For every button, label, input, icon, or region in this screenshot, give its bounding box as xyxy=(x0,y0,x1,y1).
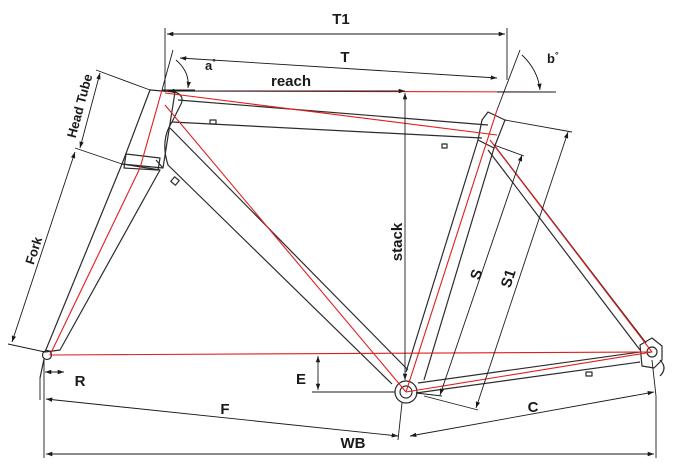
s-ext-bottom xyxy=(415,392,443,397)
label-head-tube: Head Tube xyxy=(64,72,95,139)
label-s: S xyxy=(467,267,486,282)
head-tube-dimension-line xyxy=(79,72,101,149)
c-ext-right xyxy=(651,359,657,397)
s1-dimension-line xyxy=(475,131,569,409)
centerline-top-tube xyxy=(164,92,498,136)
fork-crown xyxy=(123,153,161,171)
dimension-lines xyxy=(7,28,657,458)
label-stack: stack xyxy=(389,222,406,261)
derailleur-hanger xyxy=(659,359,665,377)
label-wb: WB xyxy=(341,435,366,452)
s1-ext-bottom xyxy=(423,395,479,411)
down-tube-outline xyxy=(155,121,393,385)
cable-guide-4 xyxy=(585,371,593,377)
label-angle-b: b° xyxy=(547,50,559,66)
head-tube-ext-bottom xyxy=(74,147,123,165)
cable-guide-1 xyxy=(209,119,217,125)
f-dimension-line xyxy=(45,397,399,438)
label-angle-a-letter: a xyxy=(205,58,213,73)
centerline-seat-stay xyxy=(489,139,653,353)
centerline-seat-tube xyxy=(405,109,498,393)
label-t: T xyxy=(340,49,349,66)
angle-a-arc xyxy=(175,59,191,89)
frame-centerlines xyxy=(49,89,653,393)
bike-frame xyxy=(39,89,665,404)
rear-dropout xyxy=(639,337,663,369)
head-tube-ext-top xyxy=(95,69,151,91)
seat-stay-outline xyxy=(487,144,647,351)
label-t1: T1 xyxy=(332,11,350,28)
fork-dimension-line xyxy=(11,151,76,343)
label-angle-a-degree: ° xyxy=(212,57,216,67)
c-dimension-line xyxy=(409,390,655,438)
cable-guide-2 xyxy=(441,143,448,149)
fork-outline xyxy=(44,163,161,353)
angle-b-ray xyxy=(496,49,521,111)
fork-ext-bottom xyxy=(7,343,46,353)
label-angle-a: a° xyxy=(205,57,216,73)
f-ext-right xyxy=(397,402,403,441)
angle-a-ray xyxy=(161,49,174,91)
angle-b-arc xyxy=(521,54,542,91)
label-angle-b-letter: b xyxy=(547,51,555,66)
cable-guide-3 xyxy=(170,176,180,186)
centerline-down-tube xyxy=(164,104,407,393)
s1-ext-top xyxy=(504,119,573,133)
label-reach: reach xyxy=(271,73,311,90)
label-s1: S1 xyxy=(498,267,520,290)
label-e: E xyxy=(296,371,306,388)
top-tube-outline xyxy=(171,99,489,139)
seat-tube-outline xyxy=(405,139,495,381)
label-f: F xyxy=(220,401,229,418)
head-tube-lug xyxy=(171,91,183,123)
centerline-head-tube xyxy=(139,89,163,169)
label-c: C xyxy=(528,399,539,416)
centerline-fork xyxy=(49,167,141,356)
t-dimension-line xyxy=(179,56,498,80)
down-tube-lower xyxy=(169,127,409,371)
label-r: R xyxy=(75,373,86,390)
label-angle-b-degree: ° xyxy=(555,50,559,60)
centerline-axle-line xyxy=(49,351,653,356)
front-dropout-tip xyxy=(39,358,45,379)
